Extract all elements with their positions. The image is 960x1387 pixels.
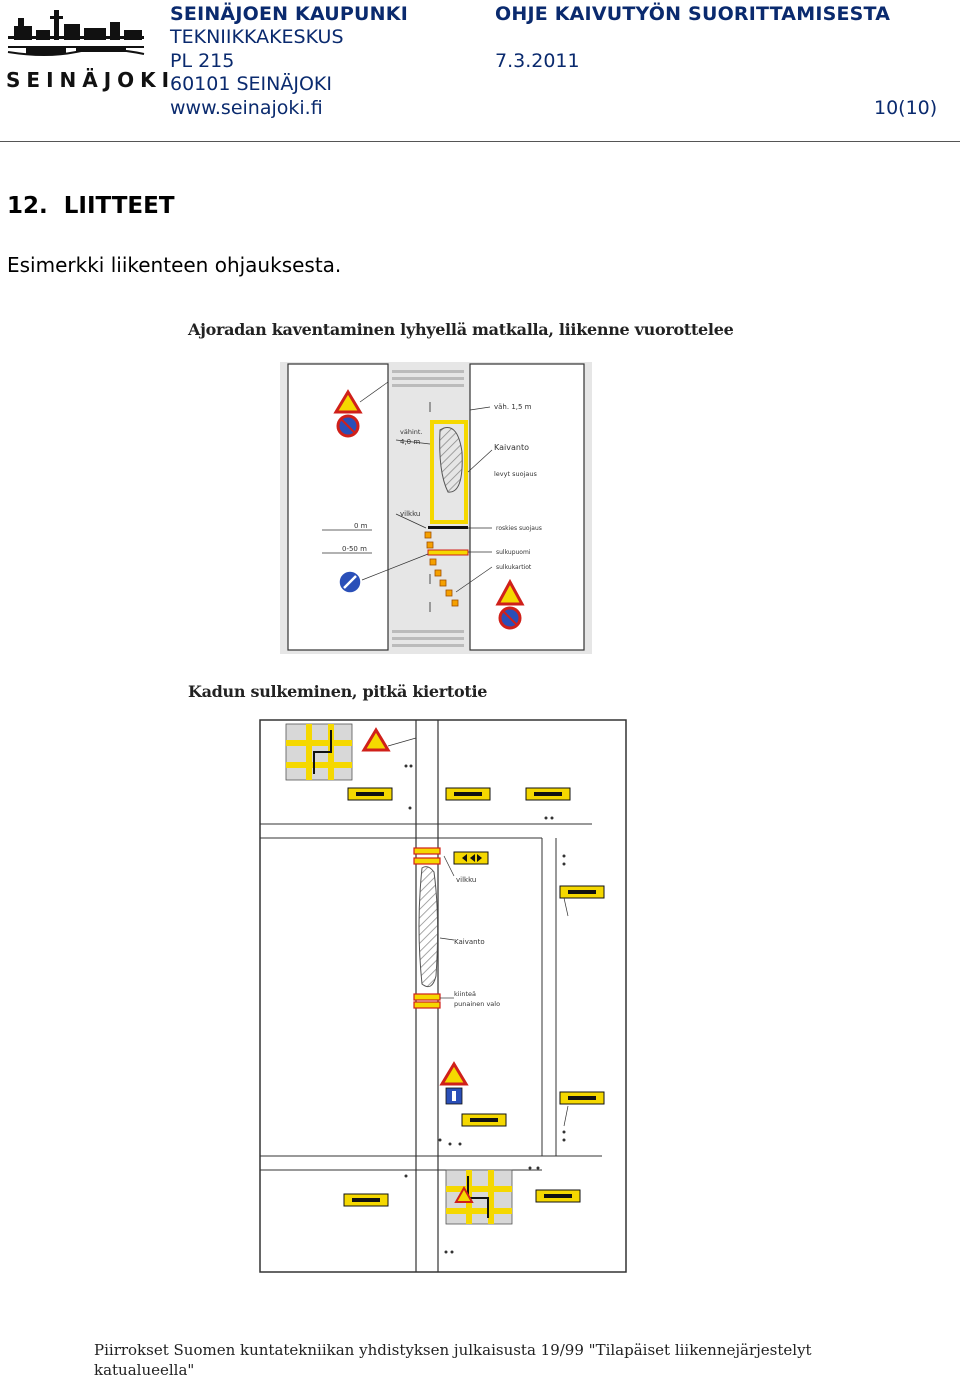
label-sulkupuomi: sulkupuomi [496, 549, 531, 556]
source-caption-line1: Piirrokset Suomen kuntatekniikan yhdisty… [94, 1341, 812, 1359]
header-divider [0, 141, 960, 142]
excavation-area [439, 427, 463, 493]
page-number: 10(10) [874, 97, 938, 119]
label-kaivanto-2: Kaivanto [454, 938, 485, 946]
roadwork-sign-mid-icon [439, 1061, 469, 1086]
label-vilkku: vilkku [400, 510, 420, 518]
document-date: 7.3.2011 [495, 50, 580, 72]
label-vilkku-2: vilkku [456, 876, 476, 884]
city-logo: SEINÄJOKI [6, 6, 176, 98]
figure1-diagram: väh. 1,5 m Kaivanto levyt suojaus vähint… [280, 362, 592, 654]
section-intro: Esimerkki liikenteen ohjauksesta. [7, 253, 342, 277]
label-kaivanto: Kaivanto [494, 443, 529, 452]
document-title: OHJE KAIVUTYÖN SUORITTAMISESTA [495, 3, 891, 25]
figure1-title: Ajoradan kaventaminen lyhyellä matkalla,… [188, 320, 734, 339]
roadwork-sign-icon-2 [495, 578, 525, 606]
city-skyline-icon [7, 10, 145, 56]
detour-map-sign-bottom-icon [445, 1169, 513, 1225]
excavation-area-2 [418, 866, 439, 988]
dept-name: TEKNIIKKAKESKUS [170, 26, 344, 48]
web-address: www.seinajoki.fi [170, 97, 323, 119]
label-punainen: punainen valo [454, 1000, 500, 1008]
city-address: 60101 SEINÄJOKI [170, 73, 332, 95]
label-vahint-value: 4,0 m [400, 438, 420, 446]
roadwork-sign-top-icon [361, 727, 391, 752]
roadwork-sign-icon [333, 389, 363, 414]
label-vah: väh. 1,5 m [494, 403, 532, 411]
detour-map-sign-top-icon [285, 723, 353, 781]
label-zero-fifty: 0-50 m [342, 545, 367, 553]
detour-arrow-signs [343, 787, 605, 1207]
figure2-title: Kadun sulkeminen, pitkä kiertotie [188, 682, 488, 701]
label-levyt: levyt suojaus [494, 470, 538, 478]
label-zero: 0 m [354, 522, 368, 530]
street-barriers [413, 847, 441, 1009]
label-vahint: vähint. [400, 428, 423, 436]
org-name: SEINÄJOEN KAUPUNKI [170, 3, 408, 25]
label-roskies: roskies suojaus [496, 525, 542, 532]
label-sulkukartiot: sulkukartiot [496, 564, 532, 571]
source-caption-line2: katualueella" [94, 1361, 195, 1379]
section-heading: 12. LIITTEET [7, 193, 175, 219]
block-right [469, 363, 585, 651]
po-box: PL 215 [170, 50, 235, 72]
label-kiintea: kiinteä [454, 990, 476, 998]
logo-wordmark: SEINÄJOKI [6, 68, 176, 92]
figure2-diagram: vilkku Kaivanto kiinteä punainen valo [256, 716, 630, 1276]
